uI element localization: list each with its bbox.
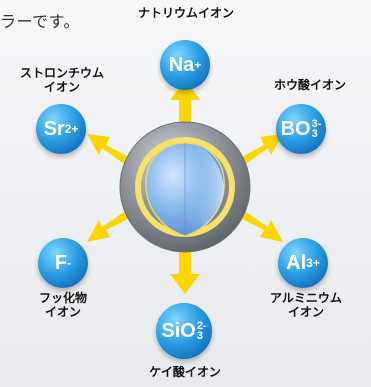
ion-sodium: Na+ <box>160 40 210 90</box>
arrow-lower-right <box>236 208 283 242</box>
arrow-up <box>170 80 200 140</box>
label-silicate-ion: ケイ酸イオン <box>149 365 221 379</box>
arrows <box>87 80 283 294</box>
label-sodium-ion: ナトリウムイオン <box>137 6 234 20</box>
label-borate-ion: ホウ酸イオン <box>273 78 346 92</box>
caption-text: ラーです。 <box>0 12 80 31</box>
label-fluoride-ion: フッ化物 イオン <box>38 291 87 319</box>
label-aluminum-ion: アルミニウム イオン <box>270 291 342 319</box>
arrow-lower-left <box>87 208 134 242</box>
ion-fluoride: F- <box>38 238 88 288</box>
arrow-upper-left <box>87 134 134 168</box>
label-strontium-ion: ストロンチウム イオン <box>19 66 104 94</box>
central-sphere <box>119 121 251 253</box>
arrow-down <box>170 230 200 294</box>
arrow-upper-right <box>236 134 283 168</box>
